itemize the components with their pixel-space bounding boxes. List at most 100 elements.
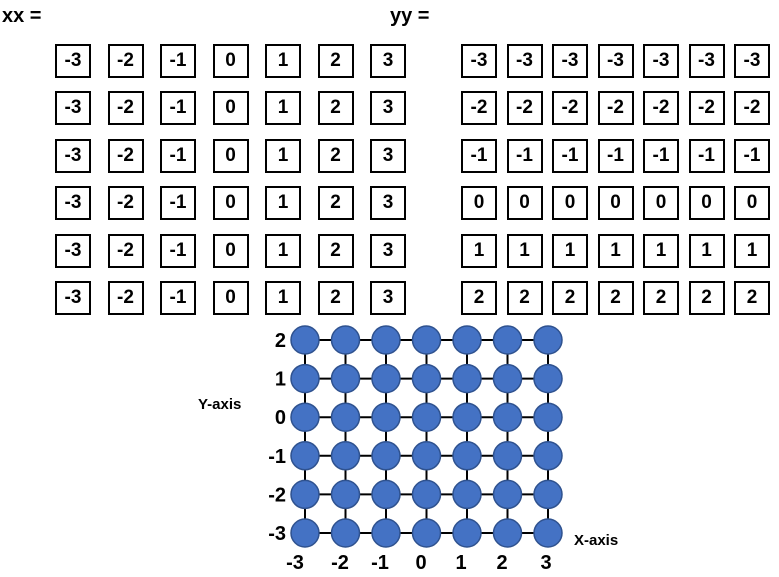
grid-point [452, 441, 482, 471]
xx-cell: -2 [107, 138, 144, 173]
yy-cell: 0 [552, 186, 588, 221]
xx-cell: 3 [370, 281, 406, 315]
grid-point [330, 402, 361, 432]
xx-cell: 0 [212, 44, 249, 78]
yy-cell: 1 [643, 233, 679, 268]
xx-cell: 0 [212, 186, 249, 221]
x-tick-label: 0 [415, 552, 426, 574]
grid-point [492, 402, 523, 432]
grid-point [452, 518, 482, 548]
x-axis-label: X-axis [574, 532, 618, 549]
grid-point [533, 402, 563, 432]
yy-cell: -1 [506, 138, 543, 173]
xx-cell: 0 [212, 138, 249, 173]
xx-cell: -1 [160, 233, 196, 268]
yy-cell: -2 [688, 91, 725, 126]
x-tick-label: -3 [286, 552, 304, 574]
yy-cell: -3 [734, 44, 770, 78]
yy-cell: -3 [643, 44, 679, 78]
grid-point [371, 325, 401, 355]
grid-point [411, 363, 442, 394]
grid-point [533, 479, 563, 510]
xx-cell: -1 [160, 186, 196, 221]
grid-point [492, 363, 523, 394]
yy-cell: 2 [688, 281, 725, 315]
xx-cell: 2 [317, 44, 354, 78]
xx-cell: 3 [370, 186, 406, 221]
xx-cell: 1 [265, 186, 301, 221]
xx-cell: 0 [212, 233, 249, 268]
xx-cell: 0 [212, 281, 249, 315]
y-tick-labels: 210-1-2-3 [268, 330, 286, 545]
xx-cell: 3 [370, 44, 406, 78]
xx-cell: 3 [370, 91, 406, 126]
grid-point [492, 325, 523, 355]
y-tick-label: 2 [275, 330, 286, 352]
grid-point [371, 402, 401, 432]
yy-cell: -2 [734, 91, 770, 126]
grid-point [330, 363, 361, 394]
yy-cell: 1 [734, 233, 770, 268]
xx-cell: -2 [107, 233, 144, 268]
grid-point [290, 402, 320, 432]
grid-point [452, 363, 482, 394]
xx-cell: -3 [55, 186, 91, 221]
grid-point [290, 518, 320, 548]
yy-cell: -1 [461, 138, 497, 173]
yy-cell: 1 [597, 233, 634, 268]
yy-cell: 0 [461, 186, 497, 221]
yy-cell: -2 [461, 91, 497, 126]
xx-cell: 1 [265, 44, 301, 78]
y-axis-label: Y-axis [198, 396, 241, 413]
yy-cell: 1 [552, 233, 588, 268]
xx-cell: 2 [317, 281, 354, 315]
grid-point [330, 441, 361, 471]
yy-cell: -2 [597, 91, 634, 126]
grid-point [411, 518, 442, 548]
x-tick-label: -1 [371, 552, 389, 574]
grid-point [290, 441, 320, 471]
grid-point [533, 363, 563, 394]
yy-cell: -3 [688, 44, 725, 78]
xx-cell: -2 [107, 91, 144, 126]
grid-point [371, 518, 401, 548]
xx-cell: 1 [265, 138, 301, 173]
x-tick-label: 1 [455, 552, 466, 574]
xx-cell: -2 [107, 281, 144, 315]
yy-cell: -1 [597, 138, 634, 173]
xx-cell: 3 [370, 233, 406, 268]
grid-point [411, 441, 442, 471]
xx-cell: -1 [160, 138, 196, 173]
y-tick-label: 0 [275, 407, 286, 429]
yy-cell: -3 [506, 44, 543, 78]
xx-cell: 1 [265, 91, 301, 126]
yy-cell: -2 [643, 91, 679, 126]
y-tick-label: -3 [268, 523, 286, 545]
yy-cell: 0 [688, 186, 725, 221]
yy-cell: -3 [552, 44, 588, 78]
grid-point [371, 363, 401, 394]
yy-cell: 1 [688, 233, 725, 268]
grid-point [371, 441, 401, 471]
x-tick-label: 2 [496, 552, 507, 574]
xx-cell: -1 [160, 281, 196, 315]
xx-cell: 2 [317, 233, 354, 268]
grid-point [452, 479, 482, 510]
xx-cell: 2 [317, 138, 354, 173]
yy-cell: -3 [461, 44, 497, 78]
grid-point [330, 325, 361, 355]
xx-cell: 1 [265, 233, 301, 268]
x-tick-label: -2 [331, 552, 349, 574]
yy-cell: 2 [597, 281, 634, 315]
yy-cell: 1 [461, 233, 497, 268]
xx-cell: 3 [370, 138, 406, 173]
xx-cell: 2 [317, 186, 354, 221]
grid-point [290, 363, 320, 394]
xx-cell: -3 [55, 44, 91, 78]
grid-point [290, 325, 320, 355]
xx-cell: -3 [55, 138, 91, 173]
grid-points [290, 325, 563, 548]
grid-point [533, 325, 563, 355]
